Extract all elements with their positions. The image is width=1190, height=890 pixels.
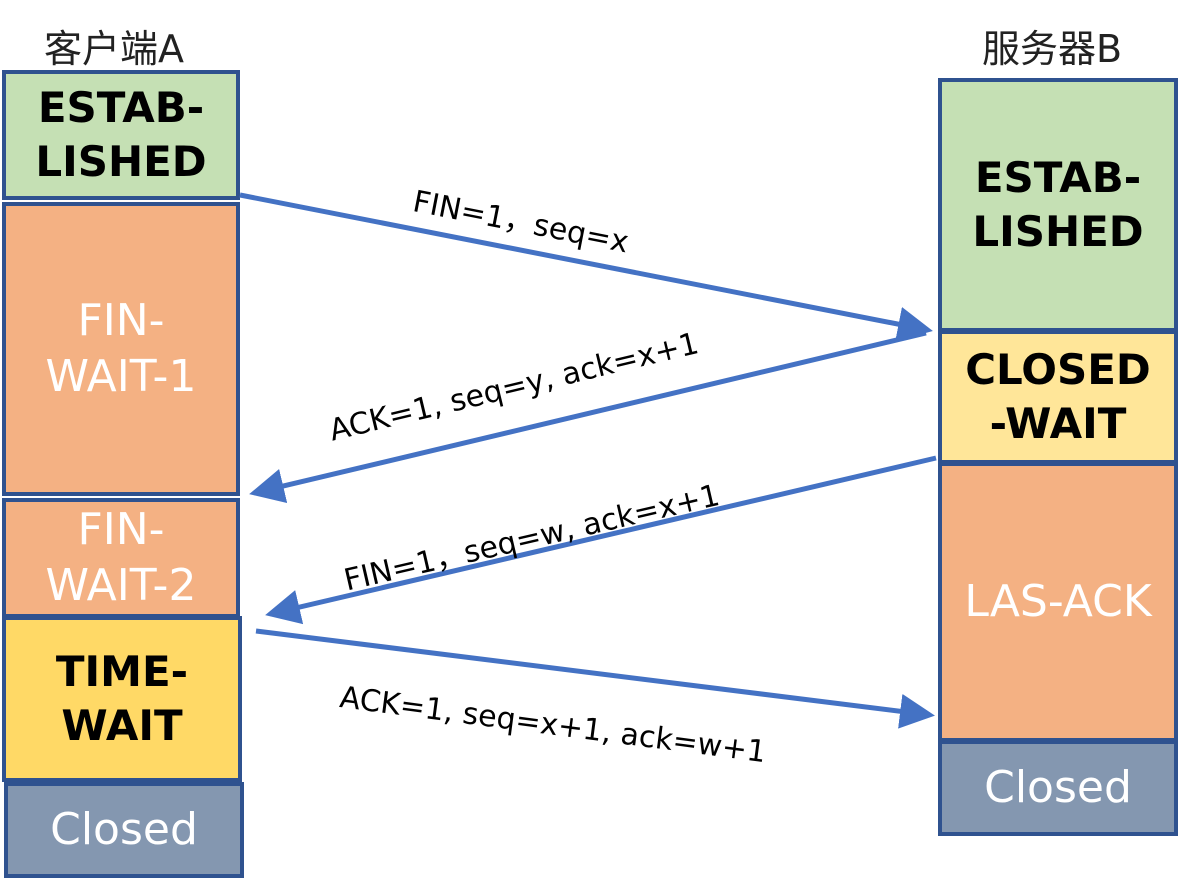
client-state-fin-wait-2-label: FIN- WAIT-2 [45, 503, 197, 611]
client-state-time-wait: TIME- WAIT [2, 616, 242, 782]
server-state-closed: Closed [938, 740, 1178, 836]
client-state-fin-wait-1-label: FIN- WAIT-1 [45, 294, 197, 402]
server-state-closed-wait-label: CLOSED -WAIT [965, 345, 1151, 448]
ack-arrow-client-to-server [255, 628, 935, 729]
client-state-fin-wait-1: FIN- WAIT-1 [2, 202, 240, 496]
fin-arrow-server-to-client [265, 455, 937, 625]
fin-arrow-client-to-server [239, 192, 933, 342]
client-state-time-wait-label: TIME- WAIT [55, 647, 189, 750]
server-state-established: ESTAB- LISHED [938, 78, 1178, 332]
server-state-established-label: ESTAB- LISHED [972, 153, 1144, 256]
client-state-established: ESTAB- LISHED [2, 70, 240, 200]
client-state-closed-label: Closed [50, 803, 198, 855]
client-state-established-label: ESTAB- LISHED [35, 83, 207, 186]
ack-arrow-server-to-client [249, 330, 927, 504]
server-state-las-ack-label: LAS-ACK [964, 575, 1152, 627]
client-label: 客户端A [44, 27, 184, 71]
server-state-closed-label: Closed [984, 761, 1132, 813]
server-label: 服务器B [982, 27, 1123, 71]
server-state-closed-wait: CLOSED -WAIT [938, 330, 1178, 464]
client-state-closed: Closed [4, 782, 244, 878]
